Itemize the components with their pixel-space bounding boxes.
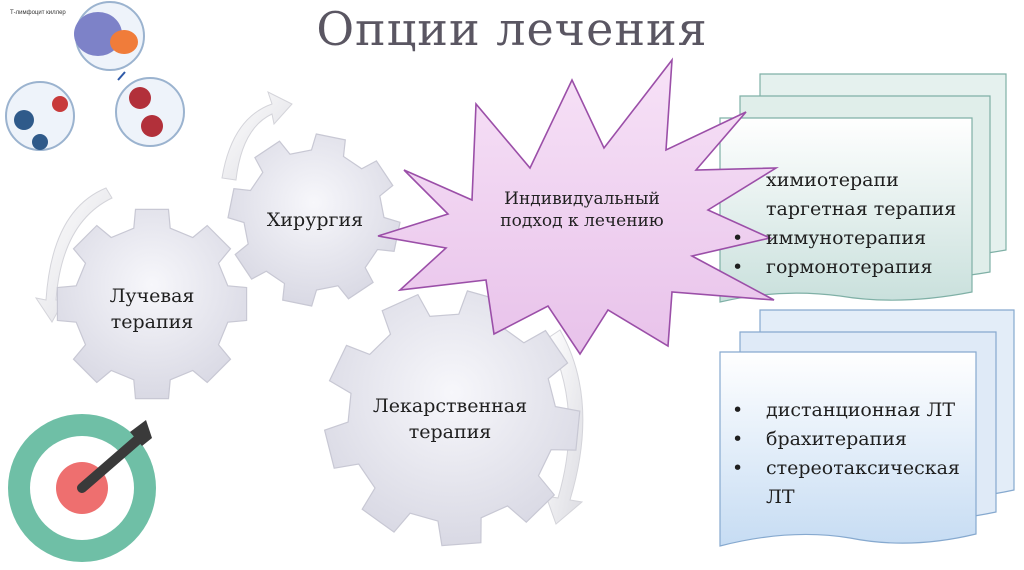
gear-label-radiation: Лучевая терапия	[82, 283, 222, 335]
radiation-label-line1: Лучевая	[109, 285, 195, 307]
list-item: таргетная терапия	[766, 198, 957, 220]
list-item: ЛТ	[766, 486, 795, 508]
burst-label-line1: Индивидуальный	[504, 189, 660, 209]
gears-group	[56, 133, 581, 547]
individual-approach-burst	[377, 57, 779, 356]
list-item: брахитерапия	[732, 425, 960, 454]
gear-surgery	[227, 133, 401, 307]
svg-text:Т-лимфоцит киллер: Т-лимфоцит киллер	[10, 10, 66, 16]
list-item: стереотаксическая	[732, 454, 960, 483]
burst-label-line2: подход к лечению	[500, 211, 664, 231]
burst-label: Индивидуальный подход к лечению	[482, 188, 682, 232]
radiation-label-line2: терапия	[110, 311, 194, 333]
drug-label-line2: терапия	[408, 421, 492, 443]
list-item: иммунотерапия	[732, 224, 956, 253]
surgery-label: Хирургия	[266, 209, 364, 231]
gear-label-drug: Лекарственная терапия	[360, 393, 540, 445]
list-item: гормонотерапия	[732, 253, 956, 282]
radiation-options-list: дистанционная ЛТ брахитерапия стереотакс…	[732, 396, 960, 512]
gear-radiation	[56, 208, 248, 400]
drug-options-list: химиотерапи таргетная терапия иммунотера…	[732, 166, 956, 282]
gear-label-surgery: Хирургия	[250, 207, 380, 233]
cells-illustration-icon: Т-лимфоцит киллер	[2, 1, 206, 154]
list-item: дистанционная ЛТ	[732, 396, 960, 425]
list-item: химиотерапи	[766, 169, 899, 191]
page-title: Опции лечения	[316, 2, 708, 56]
drug-label-line1: Лекарственная	[372, 395, 528, 417]
target-icon	[0, 412, 166, 568]
